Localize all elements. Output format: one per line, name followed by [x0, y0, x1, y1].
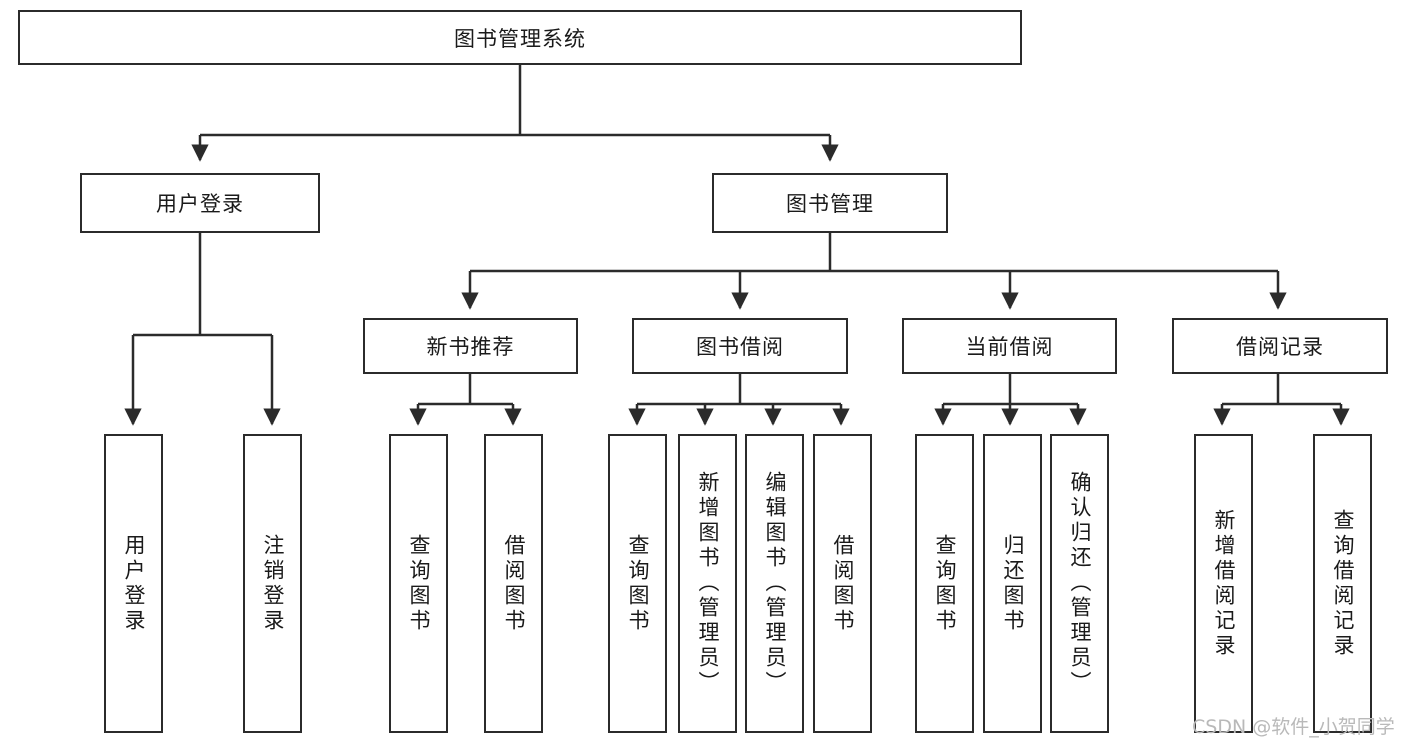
node-current-borrow[interactable]: 当前借阅	[902, 318, 1117, 374]
node-label: 查询图书	[407, 533, 431, 634]
node-label: 新增图书（管理员）	[696, 471, 720, 696]
node-new-book-recommend[interactable]: 新书推荐	[363, 318, 578, 374]
node-leaf-query-borrow-record[interactable]: 查询借阅记录	[1313, 434, 1372, 733]
node-label: 新增借阅记录	[1212, 508, 1236, 659]
node-user-login[interactable]: 用户登录	[80, 173, 320, 233]
node-leaf-query-book-current[interactable]: 查询图书	[915, 434, 974, 733]
node-leaf-confirm-return-admin[interactable]: 确认归还（管理员）	[1050, 434, 1109, 733]
node-label: 查询借阅记录	[1331, 508, 1355, 659]
node-leaf-borrow-book-recommend[interactable]: 借阅图书	[484, 434, 543, 733]
node-label: 新书推荐	[426, 335, 515, 359]
node-book-borrow[interactable]: 图书借阅	[632, 318, 848, 374]
node-leaf-add-borrow-record[interactable]: 新增借阅记录	[1194, 434, 1253, 733]
node-leaf-query-book-borrow[interactable]: 查询图书	[608, 434, 667, 733]
node-leaf-query-book-recommend[interactable]: 查询图书	[389, 434, 448, 733]
node-label: 借阅记录	[1236, 335, 1324, 359]
node-label: 查询图书	[933, 533, 957, 634]
node-leaf-user-logout[interactable]: 注销登录	[243, 434, 302, 733]
watermark-text: CSDN @软件_小贺同学	[1192, 716, 1395, 738]
node-leaf-borrow-book[interactable]: 借阅图书	[813, 434, 872, 733]
node-label: 借阅图书	[502, 533, 526, 634]
node-borrow-record[interactable]: 借阅记录	[1172, 318, 1388, 374]
node-label: 图书管理	[786, 192, 874, 216]
node-label: 编辑图书（管理员）	[763, 471, 787, 696]
node-label: 当前借阅	[965, 335, 1054, 359]
node-leaf-edit-book-admin[interactable]: 编辑图书（管理员）	[745, 434, 804, 733]
node-label: 图书借阅	[696, 335, 784, 359]
node-label: 图书管理系统	[454, 26, 586, 51]
node-label: 借阅图书	[831, 533, 855, 634]
node-label: 查询图书	[626, 533, 650, 634]
node-root-system[interactable]: 图书管理系统	[18, 10, 1022, 65]
node-leaf-return-book[interactable]: 归还图书	[983, 434, 1042, 733]
node-leaf-user-login[interactable]: 用户登录	[104, 434, 163, 733]
node-leaf-add-book-admin[interactable]: 新增图书（管理员）	[678, 434, 737, 733]
node-label: 用户登录	[122, 533, 146, 634]
node-label: 用户登录	[156, 192, 244, 216]
node-label: 归还图书	[1001, 533, 1025, 634]
node-label: 确认归还（管理员）	[1068, 471, 1092, 696]
node-book-management[interactable]: 图书管理	[712, 173, 948, 233]
node-label: 注销登录	[261, 533, 285, 634]
